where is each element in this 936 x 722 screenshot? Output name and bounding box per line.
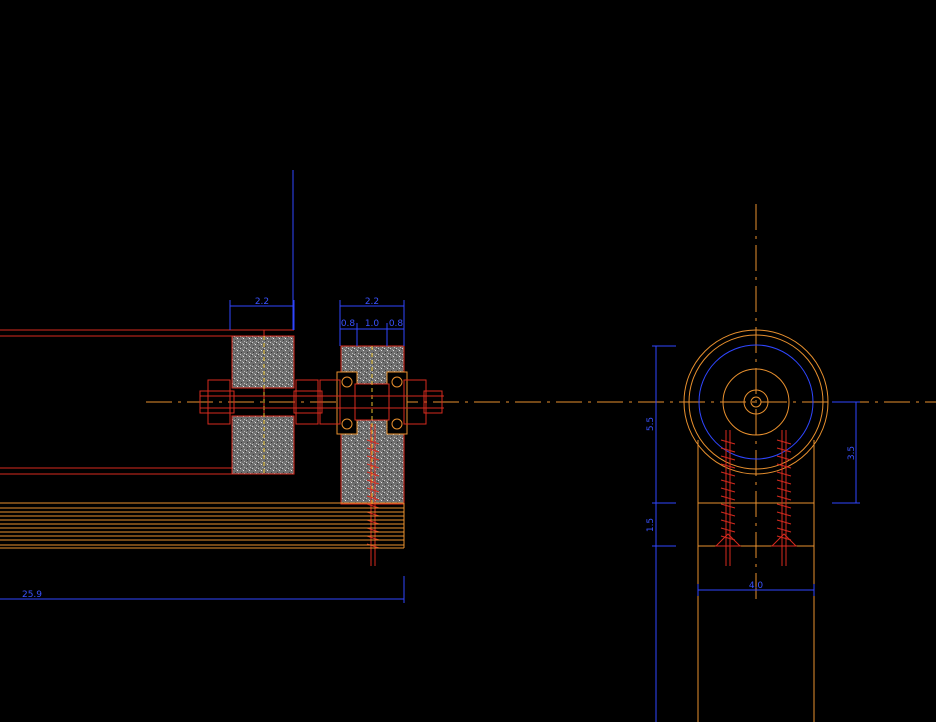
right-elevation-view: 5.5 1.5 3.5 4.0	[646, 204, 860, 722]
wood-screw-right-a	[714, 430, 742, 566]
dimension-right-side: 3.5	[832, 401, 860, 504]
dimension-label-overall: 25.9	[22, 590, 42, 600]
left-insulation-block	[231, 335, 295, 475]
middle-ring	[722, 368, 790, 436]
dimension-right-width: 4.0	[697, 581, 815, 596]
wood-screw-right-b	[770, 430, 798, 566]
dimension-label-sub-a: 0.8	[341, 319, 356, 329]
dimension-label-left-block: 2.2	[255, 297, 269, 307]
inner-ring	[743, 389, 769, 415]
left-section-view: 2.2 2.2 0.8 1.0 0.8 25.9	[0, 170, 936, 603]
blue-ring	[698, 344, 814, 460]
dimension-left-block: 2.2	[229, 297, 295, 330]
dimension-label-side: 3.5	[847, 446, 857, 460]
base-plank	[0, 502, 405, 549]
dimension-label-sub-b: 1.0	[365, 319, 380, 329]
dimension-label-height-upper: 5.5	[646, 417, 656, 431]
dimension-label-middle-block: 2.2	[365, 297, 379, 307]
dimension-label-height-lower: 1.5	[646, 518, 656, 532]
outer-ring-inner	[688, 334, 824, 470]
outer-ring	[683, 329, 829, 475]
dimension-right-heights: 5.5 1.5	[646, 345, 676, 722]
dimension-overall-length: 25.9	[0, 576, 405, 603]
left-bolt-assembly	[199, 379, 323, 425]
center-hole	[750, 396, 762, 408]
dimension-middle-block: 2.2 0.8 1.0 0.8	[339, 297, 405, 346]
middle-bolt-assembly	[319, 376, 444, 430]
wood-screw-left	[366, 424, 380, 566]
middle-insulation-block	[336, 345, 408, 505]
dimension-label-width: 4.0	[749, 581, 764, 591]
dimension-label-sub-c: 0.8	[389, 319, 404, 329]
